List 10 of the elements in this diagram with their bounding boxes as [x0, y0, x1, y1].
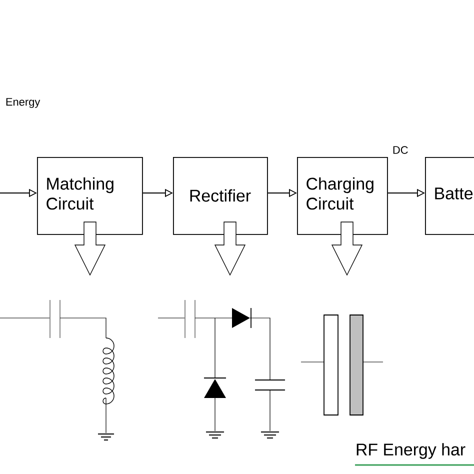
block-arrow [214, 222, 246, 276]
process-box: Matching Circuit [37, 157, 143, 235]
caption: RF Energy har [356, 443, 466, 459]
block-arrow [74, 222, 106, 276]
block-arrow [331, 222, 363, 276]
process-box: Batte [425, 157, 474, 235]
text-label: DC [393, 146, 408, 154]
text-label: Energy [6, 98, 40, 108]
process-box: Charging Circuit [297, 157, 388, 235]
process-box: Rectifier [173, 157, 268, 235]
